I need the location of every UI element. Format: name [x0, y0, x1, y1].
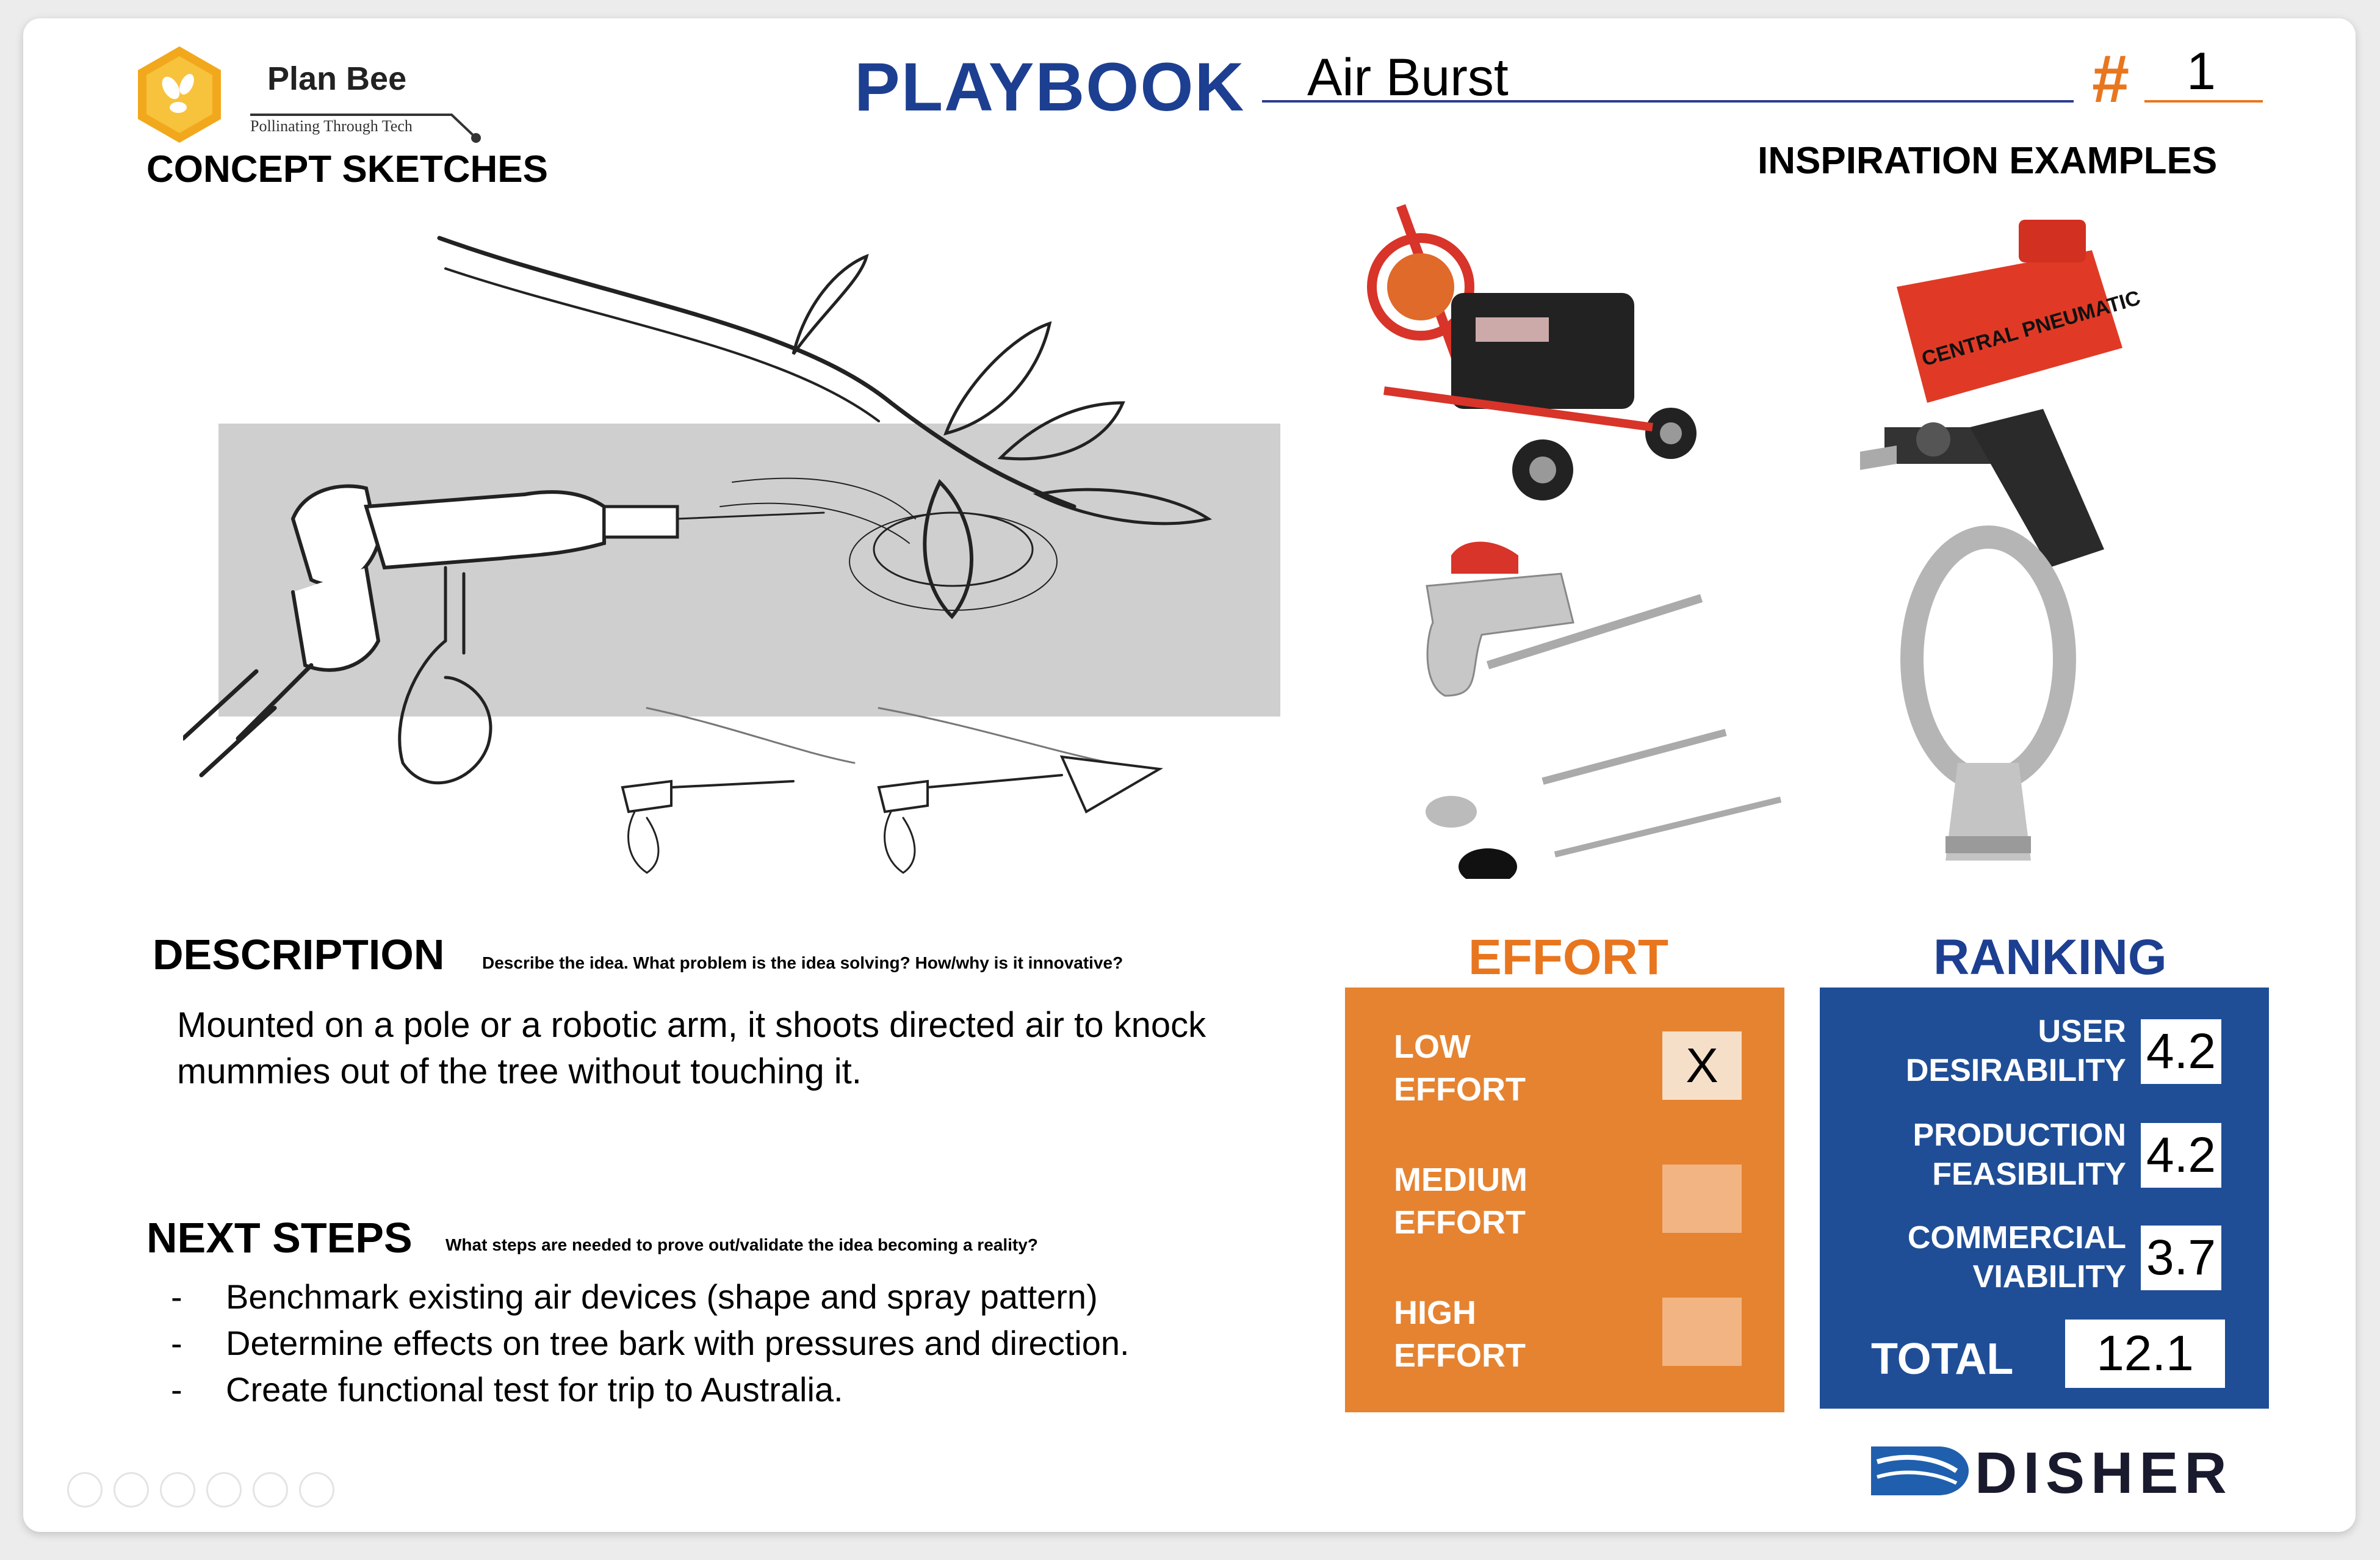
ranking-commercial-viability-value[interactable]: 3.7 — [2141, 1226, 2221, 1290]
idea-number: 1 — [2187, 42, 2216, 101]
ranking-heading: RANKING — [1933, 930, 2167, 985]
ranking-production-feasibility-value[interactable]: 4.2 — [2141, 1123, 2221, 1188]
playbook-title: PLAYBOOK — [854, 49, 1246, 125]
number-symbol: # — [2092, 42, 2130, 117]
next-steps-heading: NEXT STEPS — [146, 1214, 413, 1262]
air-blow-gun-image — [1426, 541, 1782, 879]
playbook-slide: Plan Bee Pollinating Through Tech CONCEP… — [23, 18, 2356, 1532]
concept-sketches-heading: CONCEPT SKETCHES — [146, 148, 548, 190]
inspiration-examples-heading: INSPIRATION EXAMPLES — [1758, 140, 2218, 182]
disher-logo-icon: DISHER — [1871, 1440, 2233, 1506]
list-item: -Benchmark existing air devices (shape a… — [171, 1277, 1098, 1316]
ranking-total-value: 12.1 — [2065, 1320, 2225, 1388]
pressure-washer-image — [1367, 204, 1697, 500]
logo-tagline: Pollinating Through Tech — [250, 117, 413, 135]
list-item: -Create functional test for trip to Aust… — [171, 1370, 843, 1409]
pen-icon[interactable] — [160, 1472, 195, 1508]
idea-name-underline — [1262, 100, 2074, 103]
previous-slide-icon[interactable] — [67, 1472, 103, 1508]
concept-sketch-image — [183, 236, 1280, 874]
svg-text:DISHER: DISHER — [1975, 1440, 2233, 1506]
effort-high-checkbox[interactable] — [1662, 1298, 1742, 1366]
next-steps-hint: What steps are needed to prove out/valid… — [445, 1235, 1038, 1254]
idea-number-underline — [2144, 100, 2263, 103]
effort-medium-checkbox[interactable] — [1662, 1165, 1742, 1233]
bladeless-fan-image — [1900, 525, 2076, 861]
slides-grid-icon[interactable] — [206, 1472, 242, 1508]
list-item: -Determine effects on tree bark with pre… — [171, 1323, 1130, 1362]
inspiration-photos: CENTRAL PNEUMATIC — [1367, 204, 2143, 879]
ranking-total-label: TOTAL — [1871, 1335, 2014, 1384]
next-slide-icon[interactable] — [114, 1472, 149, 1508]
zoom-icon[interactable] — [253, 1472, 288, 1508]
plan-bee-logo-icon — [138, 46, 221, 143]
description-heading: DESCRIPTION — [153, 931, 445, 978]
effort-heading: EFFORT — [1468, 930, 1668, 985]
logo-name: Plan Bee — [267, 60, 407, 97]
next-steps-list: -Benchmark existing air devices (shape a… — [171, 1273, 1130, 1412]
idea-name: Air Burst — [1307, 48, 1509, 107]
description-hint: Describe the idea. What problem is the i… — [482, 953, 1123, 972]
more-options-icon[interactable] — [299, 1472, 334, 1508]
presentation-controls — [67, 1472, 334, 1508]
effort-low-checkbox[interactable]: X — [1662, 1031, 1742, 1100]
ranking-user-desirability-value[interactable]: 4.2 — [2141, 1019, 2221, 1084]
sandblaster-gun-image: CENTRAL PNEUMATIC — [1860, 220, 2143, 568]
logo-circuit-line — [250, 114, 481, 143]
description-body: Mounted on a pole or a robotic arm, it s… — [177, 1005, 1206, 1091]
